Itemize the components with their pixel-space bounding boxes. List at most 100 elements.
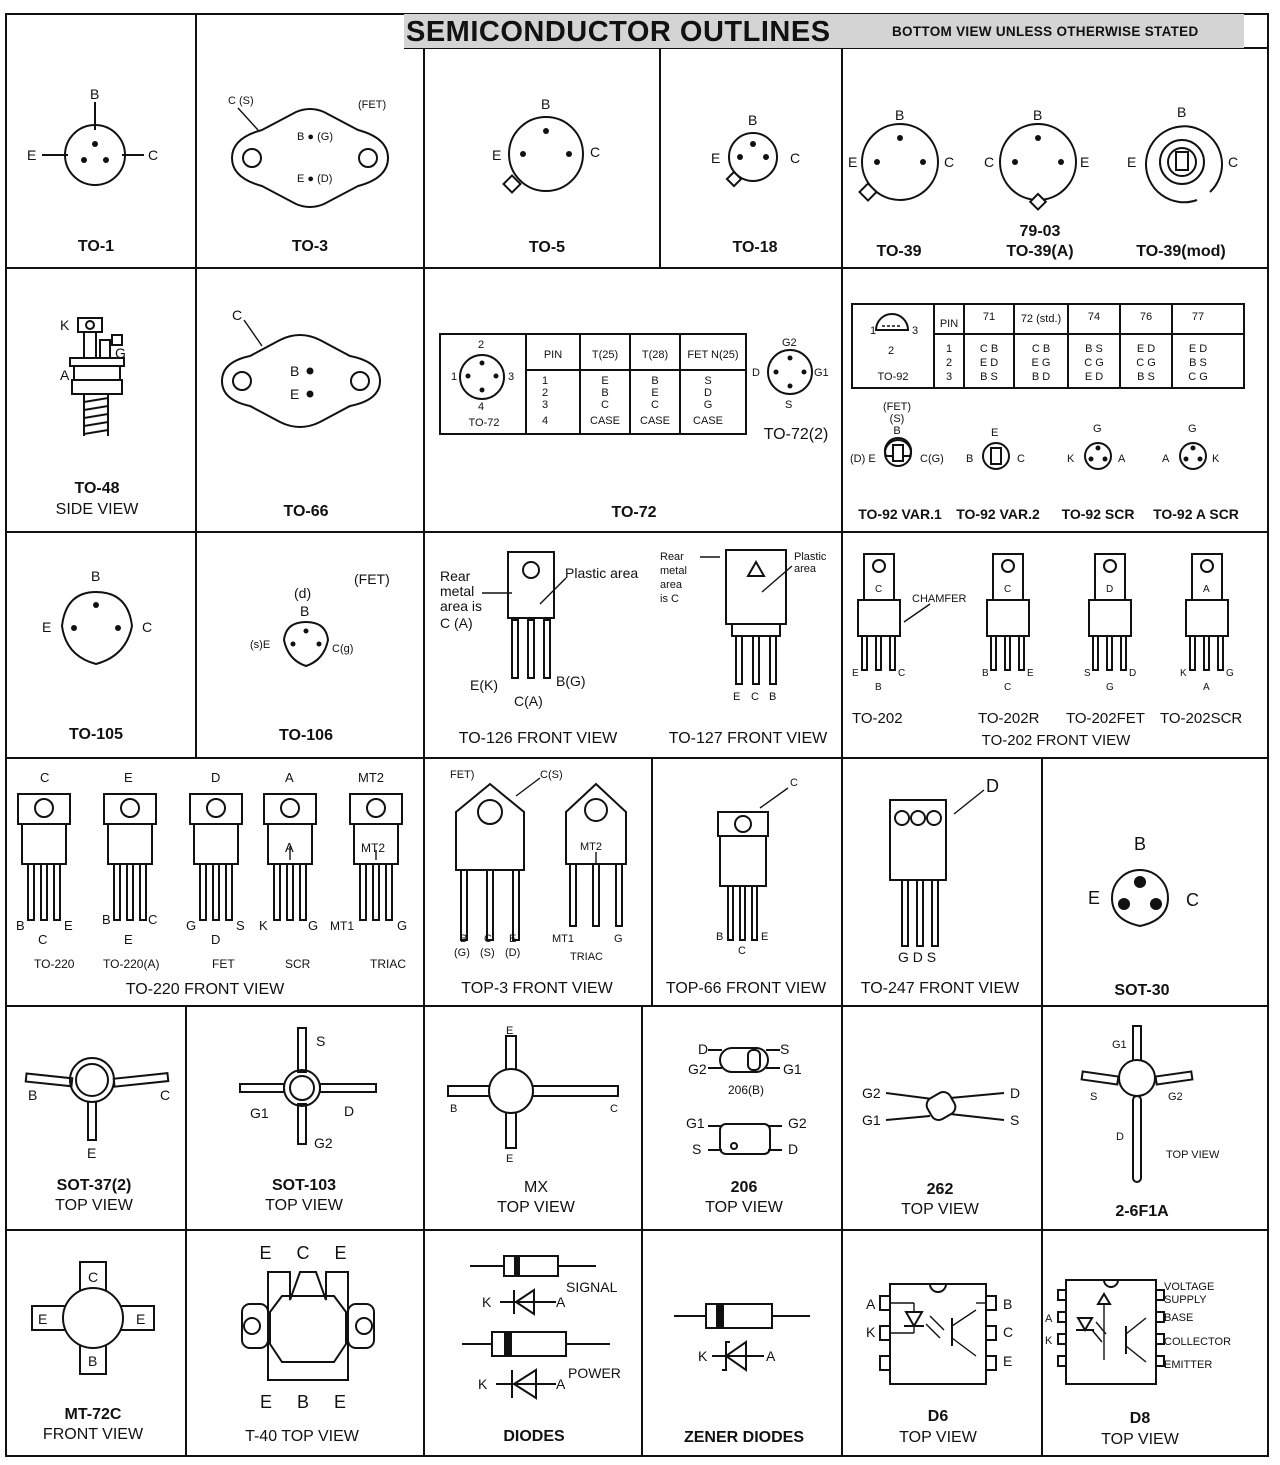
to48-cell: K G A TO-48 SIDE VIEW	[56, 317, 140, 518]
to18-pin-e: E	[711, 150, 720, 166]
triac-pin-g: G	[397, 918, 407, 933]
to39a-pin-c: C	[984, 154, 994, 170]
diodes-k2: K	[478, 1376, 488, 1392]
d8-cell: A K VOLTAGE SUPPLY BASE COLLECTOR EMITTE…	[1045, 1279, 1231, 1448]
grid-lines	[5, 13, 1269, 1457]
to48-sub: SIDE VIEW	[56, 501, 140, 518]
to220a-pin-e: E	[124, 932, 133, 947]
to39a-code: 79-03	[1020, 223, 1061, 240]
to92-v2-b: B	[966, 453, 973, 465]
to106-pin-b: B	[300, 603, 309, 619]
p262-pin-g2: G2	[862, 1085, 881, 1101]
to202r-pin-right: E	[1027, 668, 1034, 679]
p26f1a-cell: G1 S G2 D TOP VIEW 2-6F1A	[1080, 1025, 1220, 1220]
to3-b: B ● (G)	[297, 131, 333, 143]
to39-pin-c: C	[944, 154, 954, 170]
to1-pin-b: B	[90, 86, 99, 102]
to126-pin-b: B(G)	[556, 673, 586, 689]
to202r-pkg	[986, 553, 1030, 671]
to202r-name: TO-202R	[978, 710, 1040, 727]
to126-rear-4: C (A)	[440, 615, 473, 631]
zener-name: ZENER DIODES	[684, 1429, 804, 1446]
to92-v2-c: C	[1017, 453, 1025, 465]
to202-pkg	[857, 553, 901, 671]
to127-rear-2: metal	[660, 565, 687, 577]
to72-v: 1	[542, 375, 548, 387]
to72-v: 2	[542, 387, 548, 399]
diodes-signal: SIGNAL	[566, 1279, 618, 1295]
to202-cell: CHAMFER C C D A E B C B C E S G D K A G …	[852, 553, 1242, 749]
to92-v: E D	[980, 357, 998, 369]
d8-pin-k: K	[1045, 1335, 1053, 1347]
to39-name: TO-39	[876, 243, 921, 260]
d8-name: D8	[1130, 1410, 1151, 1427]
d6-pin-k: K	[866, 1324, 876, 1340]
to66-pin-c: C	[232, 307, 242, 323]
to72-v: 3	[542, 399, 548, 411]
to92-v: C G	[1188, 371, 1208, 383]
to92-v: E D	[1137, 343, 1155, 355]
to72-v: CASE	[693, 415, 723, 427]
mt72c-name: MT-72C	[65, 1406, 122, 1423]
sot37-cell: B C E SOT-37(2) TOP VIEW	[24, 1057, 170, 1214]
to105-name: TO-105	[69, 726, 123, 743]
sot30-pin-e: E	[1088, 888, 1100, 908]
to39mod-pin-b: B	[1177, 104, 1186, 120]
p206-pin-g2: G2	[788, 1115, 807, 1131]
to92-h-pin: PIN	[940, 318, 958, 330]
scr-pin-g: G	[308, 918, 318, 933]
sot103-name: SOT-103	[272, 1177, 336, 1194]
p262-name: 262	[927, 1181, 954, 1198]
to105-pin-c: C	[142, 619, 152, 635]
mx-pin-c: C	[610, 1103, 618, 1115]
p262-cell: G2 G1 D S 262 TOP VIEW	[862, 1085, 1020, 1218]
to5-pin-b: B	[541, 96, 550, 112]
to105-pin-e: E	[42, 619, 51, 635]
fet-name: FET	[212, 957, 235, 971]
to72-v: B	[601, 387, 608, 399]
to39a-pin-e: E	[1080, 154, 1089, 170]
to220-name: TO-220	[34, 957, 75, 971]
to72-name: TO-72	[611, 504, 656, 521]
to92-v: 3	[946, 371, 952, 383]
to127-cell: Rear metal area is C Plastic area E C B …	[660, 549, 828, 747]
mt72c-pin-e-left: E	[38, 1311, 47, 1327]
to72-cell: 2 1 3 4 TO-72 PIN T(25) T(28) FET N(25) …	[439, 333, 829, 521]
to72-v: S	[704, 375, 711, 387]
to39-cell: B E C TO-39 B C E 79-03 TO-39(A) B E C T…	[848, 104, 1238, 260]
mx-cell: E B C E MX TOP VIEW	[447, 1025, 619, 1216]
p262-pin-g1: G1	[862, 1112, 881, 1128]
to92-num-1: 1	[870, 325, 876, 337]
to220a-pin-b: B	[102, 912, 111, 927]
to220-pin-c: C	[38, 932, 47, 947]
to3-cell: C (S) (FET) B ● (G) E ● (D) TO-3	[228, 95, 390, 255]
to39mod-pin-e: E	[1127, 154, 1136, 170]
page-subtitle: BOTTOM VIEW UNLESS OTHERWISE STATED	[892, 24, 1199, 39]
zener-cell: K A ZENER DIODES	[674, 1303, 810, 1446]
to39mod-pin-c: C	[1228, 154, 1238, 170]
d6-sub: TOP VIEW	[899, 1429, 978, 1446]
to1-pin-c: C	[148, 147, 158, 163]
to39mod-name: TO-39(mod)	[1136, 243, 1225, 260]
to202-footer: TO-202 FRONT VIEW	[982, 732, 1131, 749]
to247-cell: D G D S TO-247 FRONT VIEW	[861, 776, 1020, 997]
to127-rear-4: is C	[660, 593, 679, 605]
d6-pin-c: C	[1003, 1324, 1013, 1340]
sot30-name: SOT-30	[1114, 982, 1169, 999]
to106-cell: (FET) (d) B (s)E C(g) TO-106	[250, 571, 390, 744]
to92-h-76: 76	[1140, 311, 1152, 323]
t40-cell: E C E E B E T-40 TOP VIEW	[241, 1243, 375, 1445]
to92-num-2: 2	[888, 345, 894, 357]
to92-ascr-name: TO-92 A SCR	[1153, 506, 1239, 522]
to72-v: 4	[542, 415, 548, 427]
to106-fet: (FET)	[354, 571, 390, 587]
to92-v1-e: (D) E	[850, 453, 876, 465]
to106-pin-c: C(g)	[332, 643, 353, 655]
to72-2-pkg: TO-72(2)	[764, 426, 829, 443]
to92-v: 1	[946, 343, 952, 355]
p206-pin-g1: G1	[686, 1115, 705, 1131]
to92-v3-g: G	[1093, 423, 1102, 435]
to92-h-72: 72 (std.)	[1021, 313, 1061, 325]
